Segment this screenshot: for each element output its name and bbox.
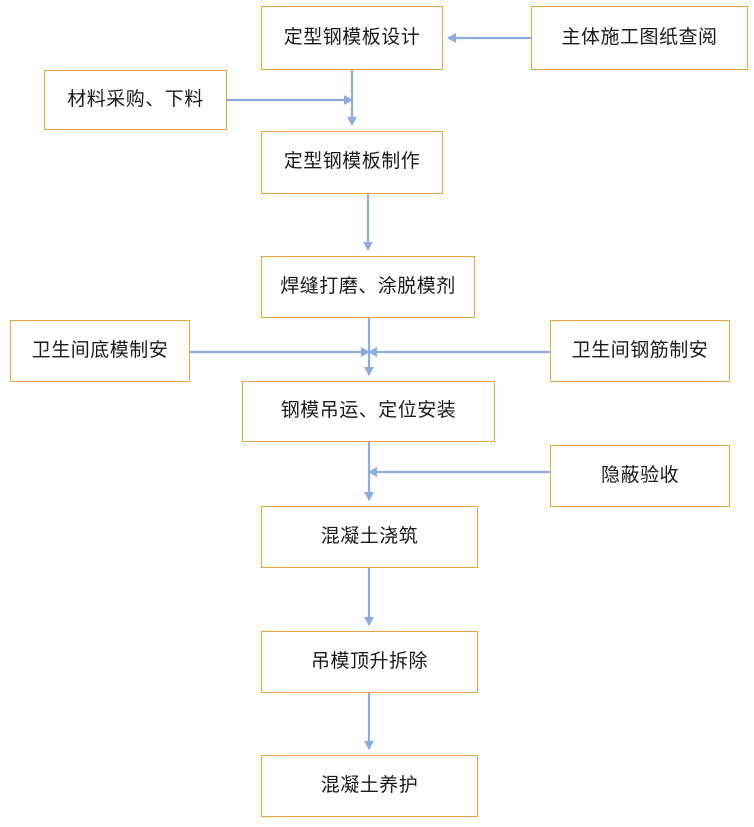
node-label: 焊缝打磨、涂脱模剂	[280, 275, 456, 297]
node-label: 定型钢模板制作	[283, 151, 421, 173]
node-bottom-mold[interactable]: 卫生间底模制安	[10, 320, 190, 382]
node-design[interactable]: 定型钢模板设计	[261, 6, 443, 70]
node-label: 卫生间底模制安	[31, 339, 169, 361]
node-label: 卫生间钢筋制安	[571, 339, 709, 361]
node-label: 定型钢模板设计	[283, 26, 421, 48]
node-hoist[interactable]: 钢模吊运、定位安装	[242, 381, 495, 442]
node-label: 钢模吊运、定位安装	[280, 400, 457, 422]
node-label: 主体施工图纸查阅	[561, 26, 718, 48]
node-inspection[interactable]: 隐蔽验收	[550, 445, 730, 507]
node-drawing[interactable]: 主体施工图纸查阅	[531, 6, 748, 70]
node-jack-remove[interactable]: 吊模顶升拆除	[261, 631, 478, 693]
node-cure[interactable]: 混凝土养护	[261, 755, 478, 817]
node-fabricate[interactable]: 定型钢模板制作	[261, 131, 443, 194]
node-label: 材料采购、下料	[67, 88, 204, 110]
node-label: 吊模顶升拆除	[310, 650, 428, 672]
node-rebar[interactable]: 卫生间钢筋制安	[550, 320, 730, 382]
node-grind[interactable]: 焊缝打磨、涂脱模剂	[261, 256, 475, 318]
node-label: 混凝土养护	[320, 774, 419, 796]
node-label: 混凝土浇筑	[320, 525, 419, 547]
node-pour[interactable]: 混凝土浇筑	[261, 506, 478, 568]
node-material[interactable]: 材料采购、下料	[44, 70, 227, 130]
node-label: 隐蔽验收	[600, 464, 679, 486]
